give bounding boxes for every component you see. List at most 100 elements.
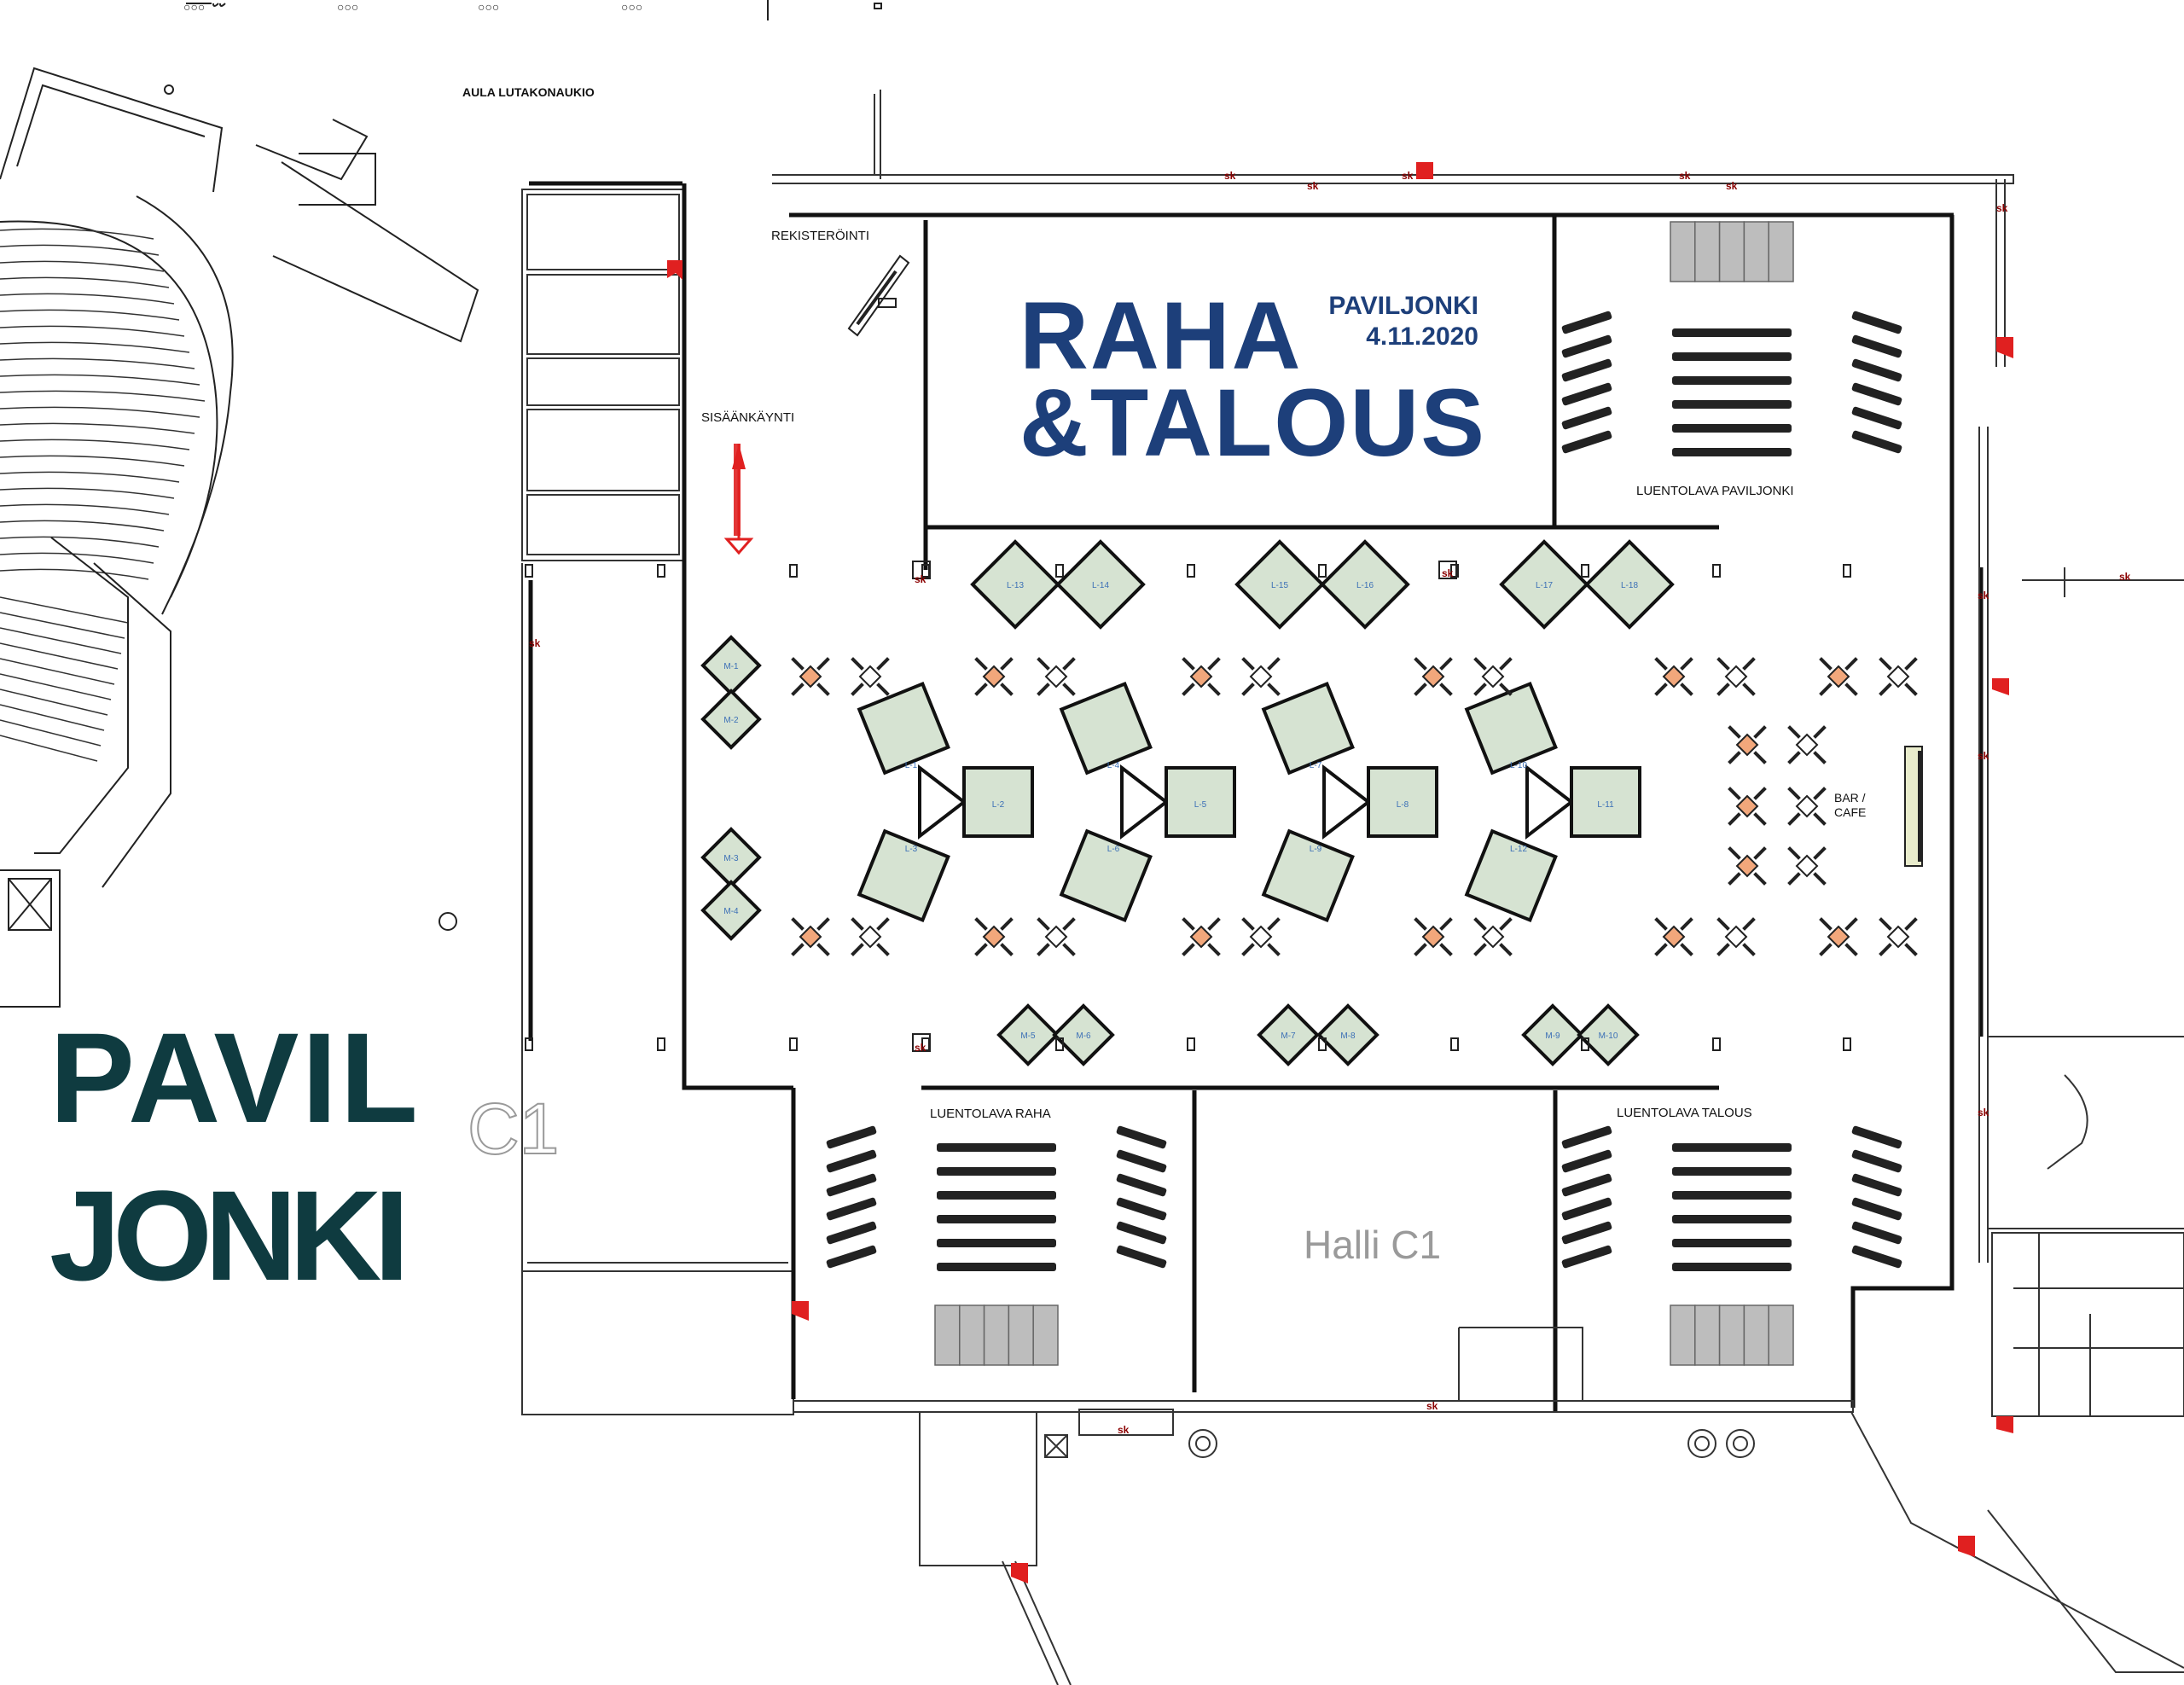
stage-platform-segment — [1032, 1304, 1059, 1366]
sk-marker: sk — [1224, 170, 1236, 182]
booth — [1316, 1003, 1380, 1066]
cafe-table — [1795, 854, 1819, 878]
chair — [1904, 917, 1918, 931]
seat-row — [1561, 311, 1612, 334]
chair — [1813, 725, 1827, 739]
auditorium-seat-row — [0, 228, 154, 240]
sk-marker: sk — [1442, 567, 1454, 579]
chair — [1728, 846, 1741, 860]
chair — [816, 683, 830, 696]
seat-row — [826, 1173, 877, 1197]
seat-row — [1116, 1197, 1167, 1221]
chair — [876, 657, 890, 671]
chair — [791, 657, 804, 671]
booth — [700, 880, 762, 941]
booth-label: L-18 — [1621, 581, 1638, 590]
chair — [974, 917, 988, 931]
seat-row — [1561, 1173, 1612, 1197]
booth — [1570, 766, 1641, 838]
pillar — [657, 564, 665, 578]
seat-row — [1672, 1167, 1792, 1176]
chair — [1904, 657, 1918, 671]
chair — [1241, 657, 1255, 671]
seat-row — [1672, 352, 1792, 361]
seat-row — [826, 1221, 877, 1245]
chair — [1787, 872, 1801, 886]
chair — [1414, 683, 1427, 696]
auditorium-seat-row — [0, 244, 160, 256]
pillars — [525, 561, 1851, 1052]
booth-column-left: M-1M-2M-3M-4 — [700, 635, 762, 941]
cafe-table — [1886, 665, 1910, 689]
cafe-table — [799, 665, 822, 689]
stage-platform-segment — [1670, 1304, 1696, 1366]
chair — [1414, 657, 1427, 671]
booth-label: L-7 — [1310, 761, 1322, 770]
chair — [1716, 917, 1730, 931]
chair — [1844, 917, 1858, 931]
seat-row — [1851, 1125, 1902, 1149]
booth-label: M-4 — [723, 907, 739, 916]
auditorium-seat-row — [0, 455, 185, 467]
cafe-table — [858, 925, 882, 949]
chair — [1753, 872, 1767, 886]
chair — [1680, 917, 1693, 931]
stage-platform-segment — [1743, 1304, 1769, 1366]
booth-label: M-3 — [723, 854, 739, 863]
seat-row — [1561, 1221, 1612, 1245]
cafe-table — [1886, 925, 1910, 949]
booth — [962, 766, 1034, 838]
chair — [1654, 657, 1668, 671]
chair — [1753, 787, 1767, 800]
cafe-table — [1735, 733, 1759, 757]
seat-row — [1672, 376, 1792, 385]
booth-label: L-10 — [1510, 761, 1527, 770]
auditorium-seat-row — [0, 357, 195, 369]
booth-label: L-17 — [1536, 581, 1553, 590]
seat-row — [1561, 430, 1612, 454]
booth-label: L-15 — [1271, 581, 1288, 590]
chair — [1753, 846, 1767, 860]
chair — [1241, 943, 1255, 956]
event-title-line1: RAHA — [1019, 282, 1303, 389]
chair — [1728, 787, 1741, 800]
chair — [1844, 943, 1858, 956]
booth — [970, 539, 1060, 630]
chair — [1473, 657, 1487, 671]
chair — [791, 943, 804, 956]
chair — [1207, 917, 1221, 931]
auditorium-seat-row — [0, 341, 190, 353]
booth — [1521, 1003, 1584, 1066]
seat-row — [1561, 1197, 1612, 1221]
stage-paviljonki-label: LUENTOLAVA PAVILJONKI — [1636, 484, 1794, 498]
cafe-table — [1795, 794, 1819, 818]
cafe-table — [1662, 665, 1686, 689]
chair — [1062, 943, 1076, 956]
sk-marker: sk — [1726, 180, 1738, 192]
chair — [1062, 657, 1076, 671]
booth — [1257, 1003, 1320, 1066]
seat-row — [826, 1125, 877, 1149]
stage-platform-segment — [1768, 1304, 1794, 1366]
seat-row — [1851, 1197, 1902, 1221]
auditorium-seat-row — [0, 503, 170, 515]
hall-walls — [528, 181, 1984, 1412]
pillar — [525, 1037, 533, 1051]
sk-box — [1438, 561, 1457, 579]
auditorium-seat-row — [0, 374, 200, 386]
chair — [1439, 943, 1453, 956]
seat-row — [1672, 1239, 1792, 1247]
chair — [851, 943, 864, 956]
booth-label: L-5 — [1194, 800, 1207, 810]
pillar — [1712, 564, 1721, 578]
seat-row — [1851, 334, 1902, 358]
booth-label: L-4 — [1107, 761, 1120, 770]
chair — [1813, 787, 1827, 800]
chair — [1439, 683, 1453, 696]
cafe-table — [799, 925, 822, 949]
chair — [1680, 657, 1693, 671]
svg-text:○○○: ○○○ — [183, 0, 205, 14]
pillar — [1450, 1037, 1459, 1051]
